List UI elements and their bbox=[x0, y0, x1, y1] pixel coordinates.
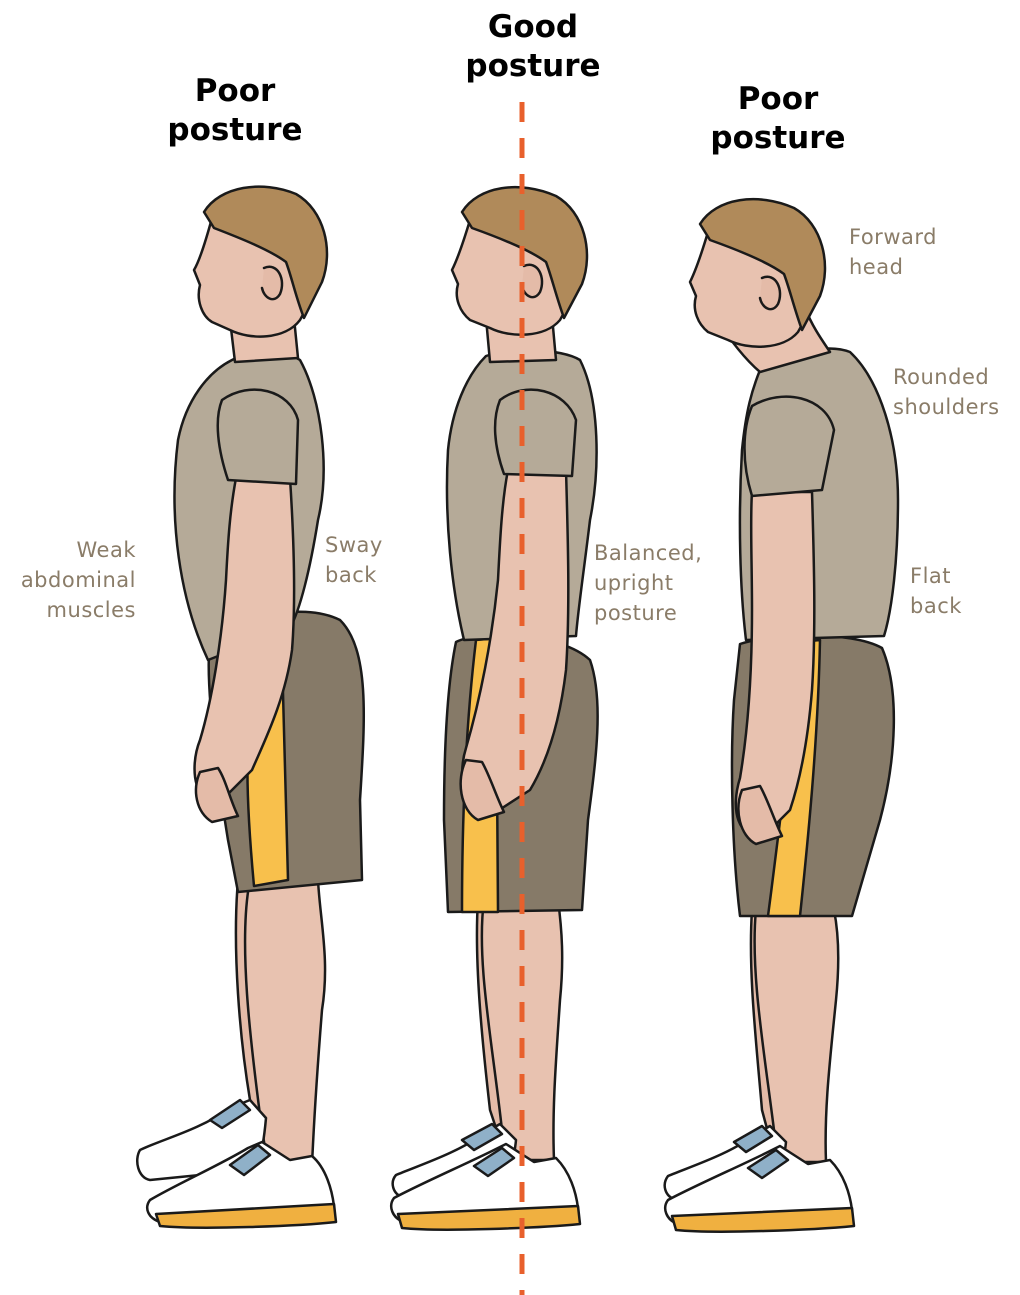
label-sway-back: Sway back bbox=[325, 530, 383, 590]
figure-good-posture bbox=[391, 187, 597, 1229]
label-forward-head: Forward head bbox=[849, 222, 937, 282]
label-weak-abdominal-line-1: Weak bbox=[21, 535, 136, 565]
label-flat-back-line-2: back bbox=[910, 591, 962, 621]
center-title-line-2: posture bbox=[413, 47, 653, 86]
left-title: Poor posture bbox=[115, 72, 355, 150]
right-title: Poor posture bbox=[658, 80, 898, 158]
label-weak-abdominal-line-2: abdominal bbox=[21, 565, 136, 595]
label-balanced-line-2: upright bbox=[594, 568, 702, 598]
label-balanced: Balanced, upright posture bbox=[594, 538, 702, 628]
label-weak-abdominal: Weak abdominal muscles bbox=[21, 535, 136, 625]
label-balanced-line-3: posture bbox=[594, 598, 702, 628]
label-weak-abdominal-line-3: muscles bbox=[21, 595, 136, 625]
label-rounded-shoulders: Rounded shoulders bbox=[893, 362, 1000, 422]
label-forward-head-line-2: head bbox=[849, 252, 937, 282]
figure-flat-back bbox=[665, 199, 898, 1231]
center-title-line-1: Good bbox=[413, 8, 653, 47]
label-sway-back-line-1: Sway bbox=[325, 530, 383, 560]
label-rounded-shoulders-line-1: Rounded bbox=[893, 362, 1000, 392]
right-title-line-2: posture bbox=[658, 119, 898, 158]
label-forward-head-line-1: Forward bbox=[849, 222, 937, 252]
figure-sway-back bbox=[137, 187, 364, 1228]
left-title-line-1: Poor bbox=[115, 72, 355, 111]
right-title-line-1: Poor bbox=[658, 80, 898, 119]
center-title: Good posture bbox=[413, 8, 653, 86]
label-balanced-line-1: Balanced, bbox=[594, 538, 702, 568]
label-flat-back-line-1: Flat bbox=[910, 561, 962, 591]
label-flat-back: Flat back bbox=[910, 561, 962, 621]
label-sway-back-line-2: back bbox=[325, 560, 383, 590]
left-title-line-2: posture bbox=[115, 111, 355, 150]
label-rounded-shoulders-line-2: shoulders bbox=[893, 392, 1000, 422]
